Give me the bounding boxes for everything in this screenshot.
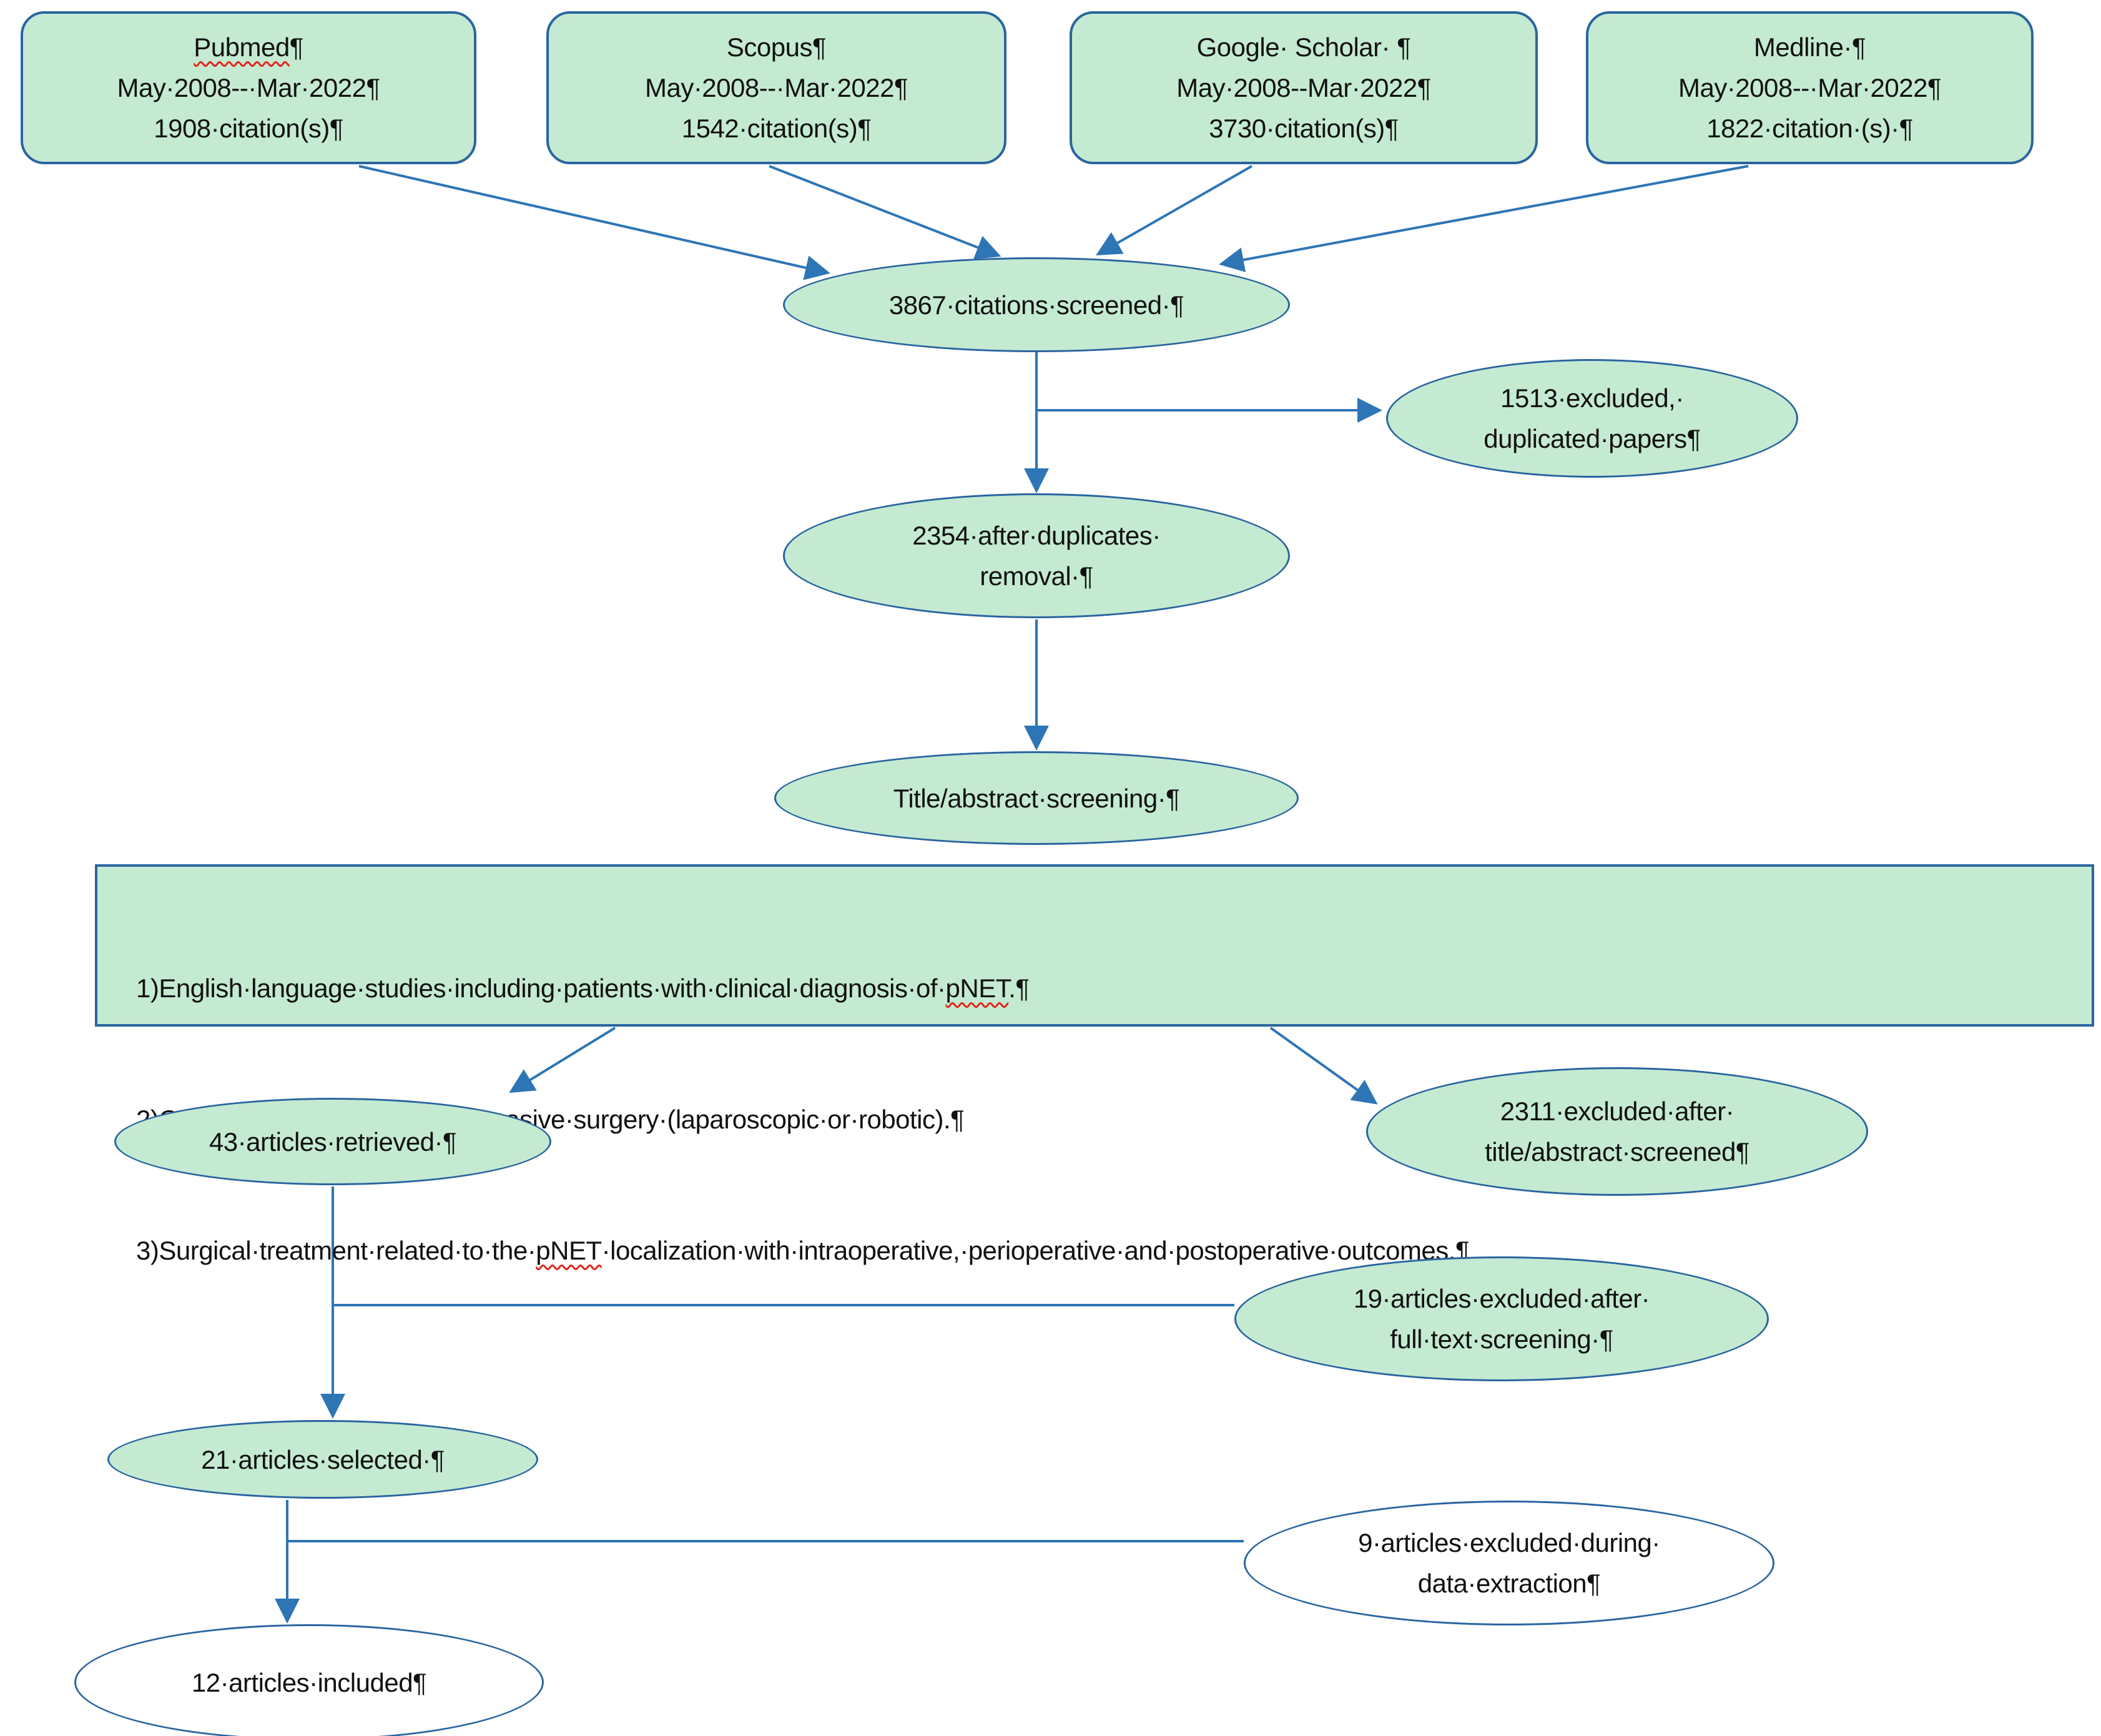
source-date-range: May·2008--·Mar·2022¶ bbox=[117, 73, 380, 102]
node-articles-selected: 21·articles·selected·¶ bbox=[107, 1420, 538, 1499]
node-citations-screened: 3867·citations·screened·¶ bbox=[783, 257, 1290, 352]
criteria-line-3: 3)Surgical·treatment·related·to·the·pNET… bbox=[136, 1236, 1470, 1265]
connector-pubmed-to-screened bbox=[358, 165, 830, 280]
node-articles-included: 12·articles·included¶ bbox=[74, 1624, 544, 1736]
connector-scopus-to-screened bbox=[769, 165, 1001, 260]
source-box-medline: Medline·¶ May·2008--·Mar·2022¶ 1822·cita… bbox=[1586, 11, 2034, 164]
source-date-range: May·2008--·Mar·2022¶ bbox=[1678, 73, 1942, 102]
source-title: Scopus¶ bbox=[726, 32, 827, 62]
source-date-range: May·2008--·Mar·2022¶ bbox=[644, 73, 908, 102]
node-title-abstract-screening: Title/abstract·screening·¶ bbox=[774, 751, 1299, 845]
source-box-pubmed: Pubmed¶ May·2008--·Mar·2022¶ 1908·citati… bbox=[21, 11, 476, 164]
node-excluded-data-extraction: 9·articles·excluded·during· data·extract… bbox=[1244, 1501, 1774, 1625]
connector-google-scholar-to-screened bbox=[1096, 165, 1252, 255]
source-citation-count: 3730·citation(s)¶ bbox=[1209, 114, 1399, 143]
source-title: Pubmed¶ bbox=[194, 27, 303, 67]
criteria-line-1: 1)English·language·studies·including·pat… bbox=[136, 974, 1030, 1003]
spellcheck-word: pNET bbox=[536, 1236, 602, 1265]
node-excluded-after-title-abstract: 2311·excluded·after· title/abstract·scre… bbox=[1366, 1067, 1868, 1196]
source-box-google-scholar: Google· Scholar· ¶ May·2008--Mar·2022¶ 3… bbox=[1070, 11, 1538, 164]
connector-medline-to-screened bbox=[1219, 165, 1749, 272]
spellcheck-word: pNET bbox=[945, 974, 1009, 1003]
spellcheck-word: Pubmed bbox=[194, 32, 290, 62]
node-after-duplicates-removal: 2354·after·duplicates· removal·¶ bbox=[783, 493, 1290, 618]
connector-criteria-to-excluded-title-abstract bbox=[1269, 1027, 1378, 1105]
source-title: Medline·¶ bbox=[1753, 32, 1866, 62]
pilcrow-mark: ¶ bbox=[289, 32, 304, 62]
connector-criteria-to-retrieved bbox=[509, 1027, 616, 1093]
node-articles-retrieved: 43·articles·retrieved·¶ bbox=[114, 1098, 551, 1185]
pilcrow-mark: ¶ bbox=[1390, 32, 1411, 62]
source-citation-count: 1542·citation(s)¶ bbox=[681, 114, 872, 143]
criteria-box: 1)English·language·studies·including·pat… bbox=[95, 864, 2094, 1265]
node-excluded-after-full-text: 19·articles·excluded·after· full·text·sc… bbox=[1234, 1256, 1769, 1381]
source-citation-count: 1908·citation(s)¶ bbox=[154, 114, 343, 143]
source-citation-count: 1822·citation·(s)·¶ bbox=[1706, 114, 1913, 143]
node-excluded-duplicates: 1513·excluded,· duplicated·papers¶ bbox=[1386, 359, 1798, 478]
source-box-scopus: Scopus¶ May·2008--·Mar·2022¶ 1542·citati… bbox=[546, 11, 1006, 164]
pilcrow-mark: ¶ bbox=[1852, 32, 1866, 62]
source-title: Google· Scholar· ¶ bbox=[1196, 32, 1411, 62]
source-date-range: May·2008--Mar·2022¶ bbox=[1176, 73, 1431, 102]
pilcrow-mark: ¶ bbox=[812, 32, 827, 62]
